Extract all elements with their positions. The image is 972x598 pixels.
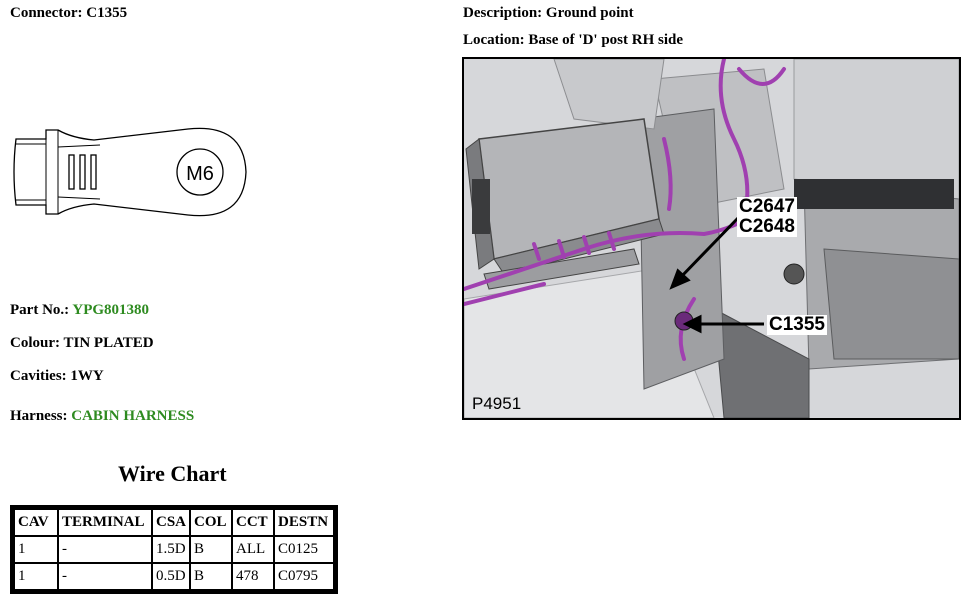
cell-col: B (191, 564, 232, 589)
cell-destn: C0795 (275, 564, 334, 589)
wire-chart-title: Wire Chart (118, 461, 227, 486)
header-col: COL (191, 510, 232, 535)
cell-terminal: - (59, 564, 151, 589)
callout-c1355: C1355 (767, 314, 827, 335)
ring-terminal-icon: M6 (13, 127, 247, 217)
callout-c2647: C2647 (737, 196, 797, 217)
cell-csa: 1.5D (153, 537, 190, 562)
terminal-marking: M6 (186, 163, 214, 185)
colour-label: Colour: (10, 335, 60, 351)
illustration-id: P4951 (472, 394, 522, 413)
header-cct: CCT (233, 510, 274, 535)
wire-chart-header-row: CAV TERMINAL CSA COL CCT DESTN (15, 510, 334, 535)
location-label: Location: (463, 32, 525, 48)
colour-line: Colour: TIN PLATED (10, 335, 154, 352)
header-terminal: TERMINAL (59, 510, 151, 535)
location-illustration: C2647 C2648 C1355 P4951 (462, 57, 961, 420)
part-no-line: Part No.: YPG801380 (10, 302, 149, 319)
location-value: Base of 'D' post RH side (528, 32, 684, 48)
cell-col: B (191, 537, 232, 562)
connector-value: C1355 (86, 5, 128, 21)
cell-cct: ALL (233, 537, 274, 562)
part-no-link[interactable]: YPG801380 (72, 302, 150, 318)
header-cav: CAV (15, 510, 57, 535)
cell-cav: 1 (15, 537, 57, 562)
harness-link[interactable]: CABIN HARNESS (71, 408, 195, 424)
table-row: 1 - 1.5D B ALL C0125 (15, 537, 334, 562)
harness-label: Harness: (10, 408, 68, 424)
connector-line: Connector: C1355 (10, 5, 127, 22)
cavities-value: 1WY (70, 368, 104, 384)
cell-destn: C0125 (275, 537, 334, 562)
description-label: Description: (463, 5, 543, 21)
connector-label: Connector: (10, 5, 83, 21)
header-destn: DESTN (275, 510, 334, 535)
table-row: 1 - 0.5D B 478 C0795 (15, 564, 334, 589)
cell-csa: 0.5D (153, 564, 190, 589)
part-no-label: Part No.: (10, 302, 70, 318)
wire-chart-table: CAV TERMINAL CSA COL CCT DESTN 1 - 1.5D … (10, 505, 339, 594)
location-line: Location: Base of 'D' post RH side (463, 32, 683, 49)
description-value: Ground point (545, 5, 634, 21)
cell-cct: 478 (233, 564, 274, 589)
harness-line: Harness: CABIN HARNESS (10, 408, 194, 425)
header-csa: CSA (153, 510, 190, 535)
cell-cav: 1 (15, 564, 57, 589)
callout-c2648: C2648 (737, 216, 797, 237)
cavities-label: Cavities: (10, 368, 67, 384)
vehicle-interior-drawing (464, 59, 959, 418)
cavities-line: Cavities: 1WY (10, 368, 104, 385)
cell-terminal: - (59, 537, 151, 562)
description-line: Description: Ground point (463, 5, 634, 22)
colour-value: TIN PLATED (63, 335, 154, 351)
